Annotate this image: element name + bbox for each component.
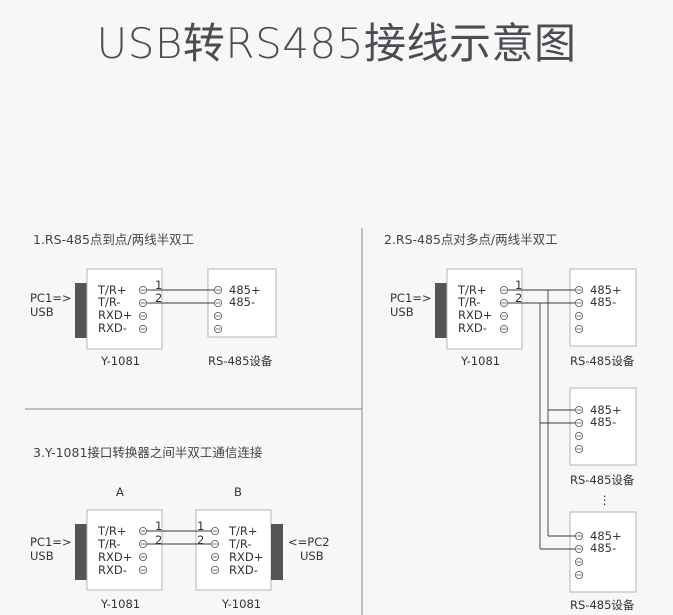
svg-text:RXD+: RXD+ — [458, 308, 492, 322]
svg-text:T/R-: T/R- — [457, 295, 481, 309]
svg-text:485+: 485+ — [590, 403, 622, 417]
s1-converter-model: Y-1081 — [100, 354, 140, 368]
svg-text:PC1=>: PC1=> — [30, 535, 72, 549]
section-1-title: 1.RS-485点到点/两线半双工 — [33, 232, 194, 247]
s2-wire-number-1: 1 — [515, 278, 522, 292]
s3-b-wire-number-2: 2 — [197, 533, 204, 547]
svg-text:T/R+: T/R+ — [228, 524, 258, 538]
svg-text:T/R-: T/R- — [228, 537, 252, 551]
svg-text:RXD-: RXD- — [98, 563, 127, 577]
s3-converter-a-box — [86, 509, 163, 591]
page-title: USB转RS485接线示意图 — [96, 19, 577, 68]
svg-text:PC1=>: PC1=> — [30, 291, 72, 305]
s2-device-1-pins: 485+ 485- — [590, 283, 622, 309]
s1-wire-number-1: 1 — [155, 278, 162, 292]
s2-device-3-label: RS-485设备 — [570, 598, 635, 612]
svg-text:USB: USB — [300, 549, 324, 563]
s3-pc2-label: <=PC2 USB — [288, 535, 330, 563]
svg-text:RXD+: RXD+ — [98, 308, 132, 322]
s3-usb-connector-b — [271, 524, 283, 580]
svg-text:T/R+: T/R+ — [97, 283, 127, 297]
s1-converter-pins: T/R+ T/R- RXD+ RXD- — [97, 283, 132, 335]
s2-pc1-label: PC1=> USB — [390, 291, 432, 319]
svg-text:PC1=>: PC1=> — [390, 291, 432, 305]
svg-text:USB: USB — [30, 305, 54, 319]
s1-converter-box — [86, 268, 163, 350]
svg-text:RXD-: RXD- — [229, 563, 258, 577]
s1-usb-connector — [75, 283, 87, 338]
svg-text:485+: 485+ — [229, 283, 261, 297]
s2-wire-number-2: 2 — [515, 291, 522, 305]
s3-node-b-label: B — [234, 485, 242, 499]
s2-device-1-label: RS-485设备 — [570, 354, 635, 368]
svg-text:USB: USB — [30, 549, 54, 563]
svg-text:485-: 485- — [590, 541, 616, 555]
s1-pc1-label: PC1=> USB — [30, 291, 72, 319]
svg-text:485+: 485+ — [590, 529, 622, 543]
svg-text:RXD-: RXD- — [98, 321, 127, 335]
s2-device-1-box — [569, 268, 637, 347]
s3-b-wire-number-1: 1 — [197, 519, 204, 533]
s3-converter-a-pins: T/R+ T/R- RXD+ RXD- — [97, 524, 132, 577]
s1-device-label: RS-485设备 — [208, 354, 273, 368]
svg-text:RXD+: RXD+ — [98, 550, 132, 564]
s2-usb-connector — [435, 283, 447, 338]
svg-text:USB: USB — [390, 305, 414, 319]
svg-text:485-: 485- — [590, 415, 616, 429]
s1-device-pins: 485+ 485- — [229, 283, 261, 309]
svg-text:T/R-: T/R- — [97, 537, 121, 551]
svg-text:<=PC2: <=PC2 — [288, 535, 330, 549]
s2-converter-box — [446, 268, 523, 350]
s3-a-wire-number-2: 2 — [155, 533, 162, 547]
svg-text:T/R+: T/R+ — [97, 524, 127, 538]
s1-wire-number-2: 2 — [155, 291, 162, 305]
section-2-title: 2.RS-485点对多点/两线半双工 — [384, 232, 558, 247]
svg-text:T/R-: T/R- — [97, 295, 121, 309]
svg-text:485+: 485+ — [590, 283, 622, 297]
s3-a-wire-number-1: 1 — [155, 519, 162, 533]
s2-device-3-pins: 485+ 485- — [590, 529, 622, 555]
s2-bus-wires — [508, 289, 575, 550]
s3-pc1-label: PC1=> USB — [30, 535, 72, 563]
section-3-title: 3.Y-1081接口转换器之间半双工通信连接 — [33, 445, 263, 460]
svg-text:RXD-: RXD- — [458, 321, 487, 335]
svg-text:T/R+: T/R+ — [457, 283, 487, 297]
s2-converter-pins: T/R+ T/R- RXD+ RXD- — [457, 283, 492, 335]
s2-device-2-label: RS-485设备 — [570, 473, 635, 487]
s2-more-devices-ellipsis: ⋮ — [599, 493, 611, 507]
s3-wires — [147, 530, 211, 545]
s3-converter-b-box — [195, 509, 272, 591]
s1-wires — [147, 289, 214, 304]
s3-converter-a-model: Y-1081 — [100, 597, 140, 611]
svg-text:485-: 485- — [590, 295, 616, 309]
svg-text:485-: 485- — [229, 295, 255, 309]
s3-usb-connector-a — [75, 524, 87, 580]
s2-device-2-pins: 485+ 485- — [590, 403, 622, 429]
svg-text:RXD+: RXD+ — [229, 550, 263, 564]
s3-node-a-label: A — [116, 485, 124, 499]
s3-converter-b-pins: T/R+ T/R- RXD+ RXD- — [228, 524, 263, 577]
s2-converter-model: Y-1081 — [460, 354, 500, 368]
s3-converter-b-model: Y-1081 — [221, 597, 261, 611]
